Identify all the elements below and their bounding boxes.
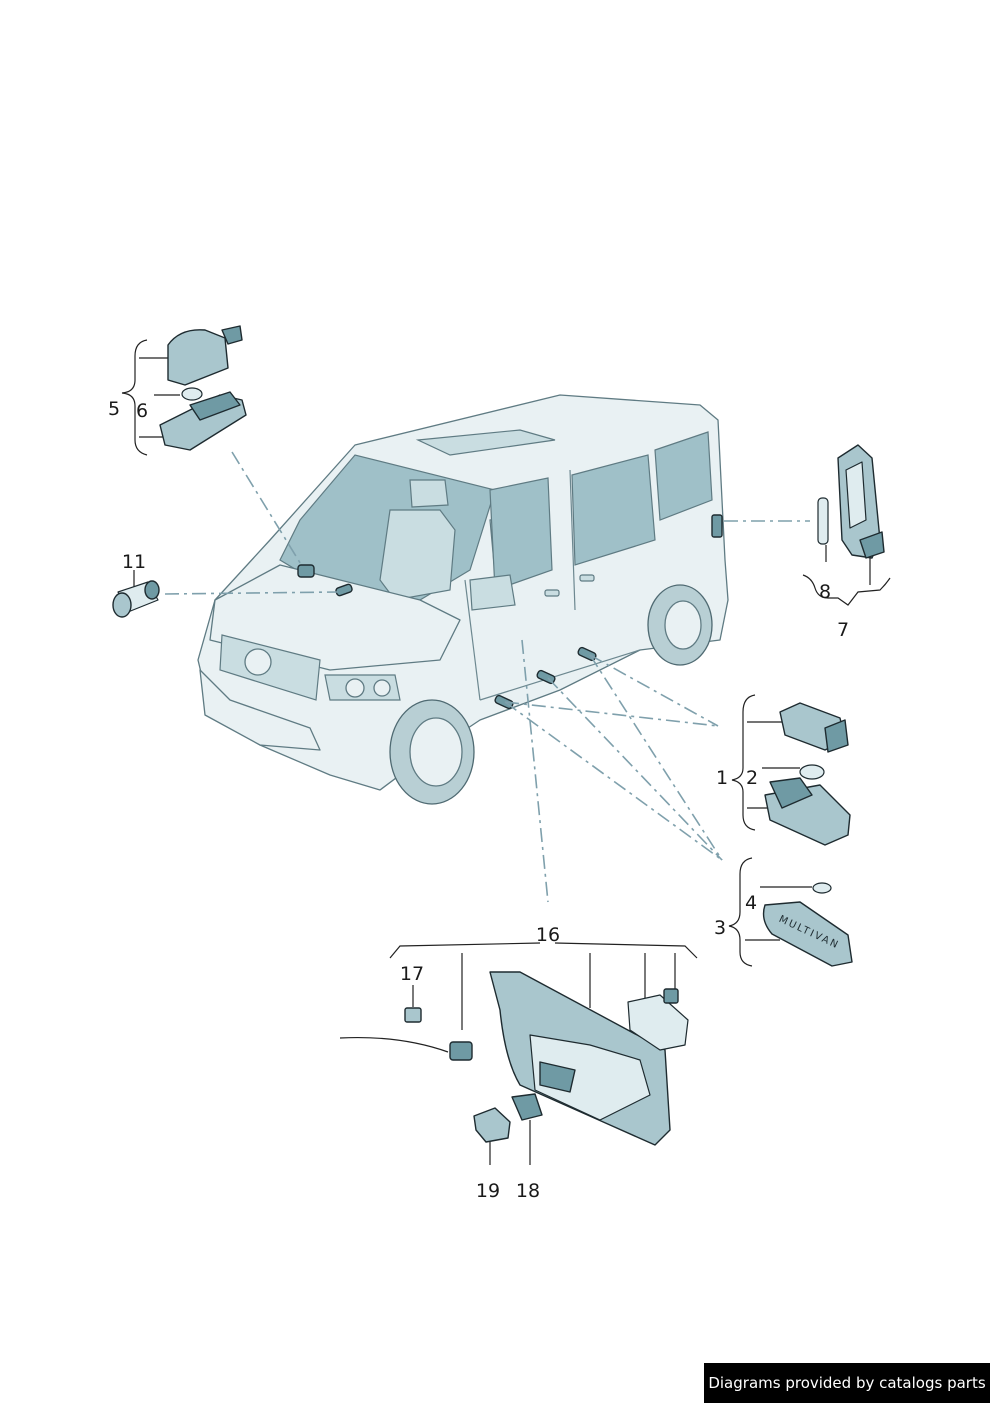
callout-18: 18: [516, 1180, 540, 1202]
credit-banner: Diagrams provided by catalogs parts: [704, 1363, 990, 1403]
callout-17: 17: [400, 963, 424, 985]
part-11-socket: [112, 570, 160, 618]
van-illustration: [197, 394, 729, 805]
callout-6: 6: [136, 400, 148, 422]
reference-lines: [164, 451, 810, 903]
callout-5: 5: [108, 398, 120, 420]
callout-19: 19: [476, 1180, 500, 1202]
callout-3: 3: [714, 917, 726, 939]
callout-labels: 5 6 11 8 7 1 2 4 3 16 17 19 18: [108, 398, 849, 1202]
part-group-1: [731, 694, 851, 846]
callout-4: 4: [745, 892, 757, 914]
callout-16: 16: [536, 924, 560, 946]
callout-1: 1: [716, 767, 728, 789]
part-group-7: [802, 444, 891, 606]
callout-2: 2: [746, 767, 758, 789]
callout-11: 11: [122, 551, 146, 573]
part-group-5: [121, 325, 247, 456]
part-group-16: [339, 942, 698, 1165]
callout-8: 8: [819, 581, 831, 603]
callout-7: 7: [837, 619, 849, 641]
